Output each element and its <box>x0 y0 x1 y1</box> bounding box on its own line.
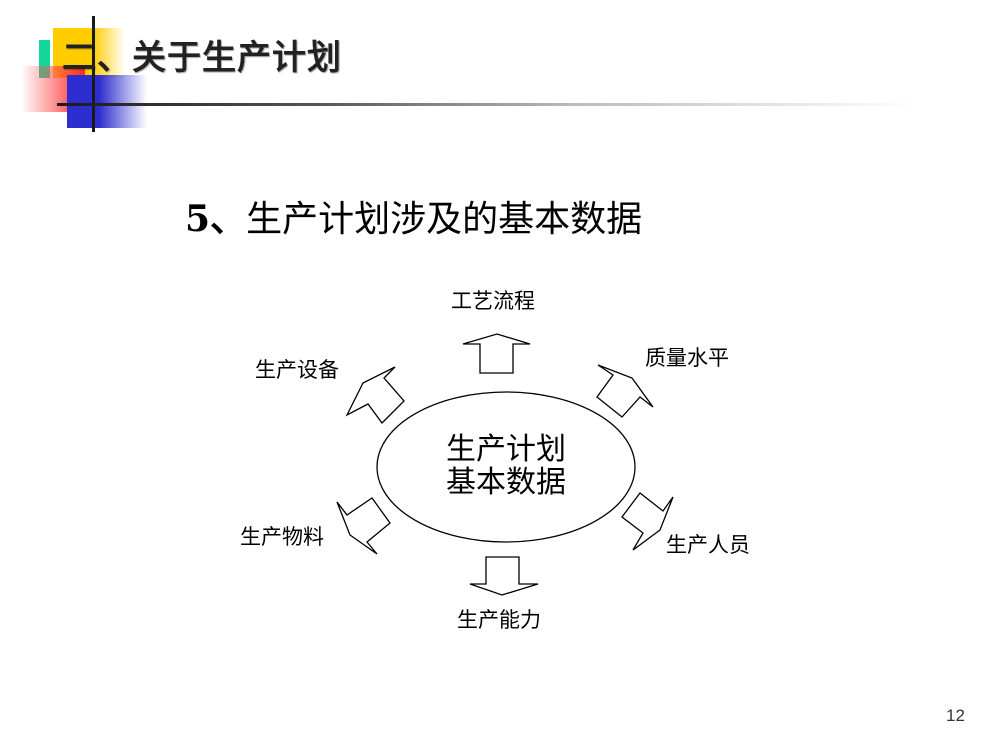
page-number: 12 <box>946 706 965 725</box>
node-label-capacity: 生产能力 <box>457 608 541 632</box>
center-text-line2: 基本数据 <box>446 465 566 500</box>
center-text-line1: 生产计划 <box>446 432 566 467</box>
slide-subtitle: 5、生产计划涉及的基本数据 <box>185 196 642 243</box>
arrow-down-right-icon <box>621 492 674 551</box>
node-label-materials: 生产物料 <box>240 525 324 549</box>
subtitle-number: 5、 <box>185 198 247 240</box>
node-label-personnel: 生产人员 <box>666 533 750 557</box>
slide-title: 二、关于生产计划 <box>62 38 342 78</box>
center-ellipse <box>376 391 636 543</box>
subtitle-text: 生产计划涉及的基本数据 <box>246 199 643 240</box>
arrow-up-icon <box>462 333 531 374</box>
node-label-process-flow: 工艺流程 <box>451 289 535 313</box>
arrow-up-left-icon <box>345 366 405 424</box>
arrow-up-right-icon <box>596 364 654 418</box>
node-label-quality-level: 质量水平 <box>645 346 729 370</box>
node-label-equipment: 生产设备 <box>255 358 339 382</box>
title-underline <box>57 103 917 106</box>
logo-green-bar <box>39 40 50 78</box>
arrow-down-icon <box>469 556 539 596</box>
logo-vertical-line <box>92 16 95 132</box>
arrow-down-left-icon <box>336 497 391 555</box>
logo-blue-square <box>67 75 147 128</box>
